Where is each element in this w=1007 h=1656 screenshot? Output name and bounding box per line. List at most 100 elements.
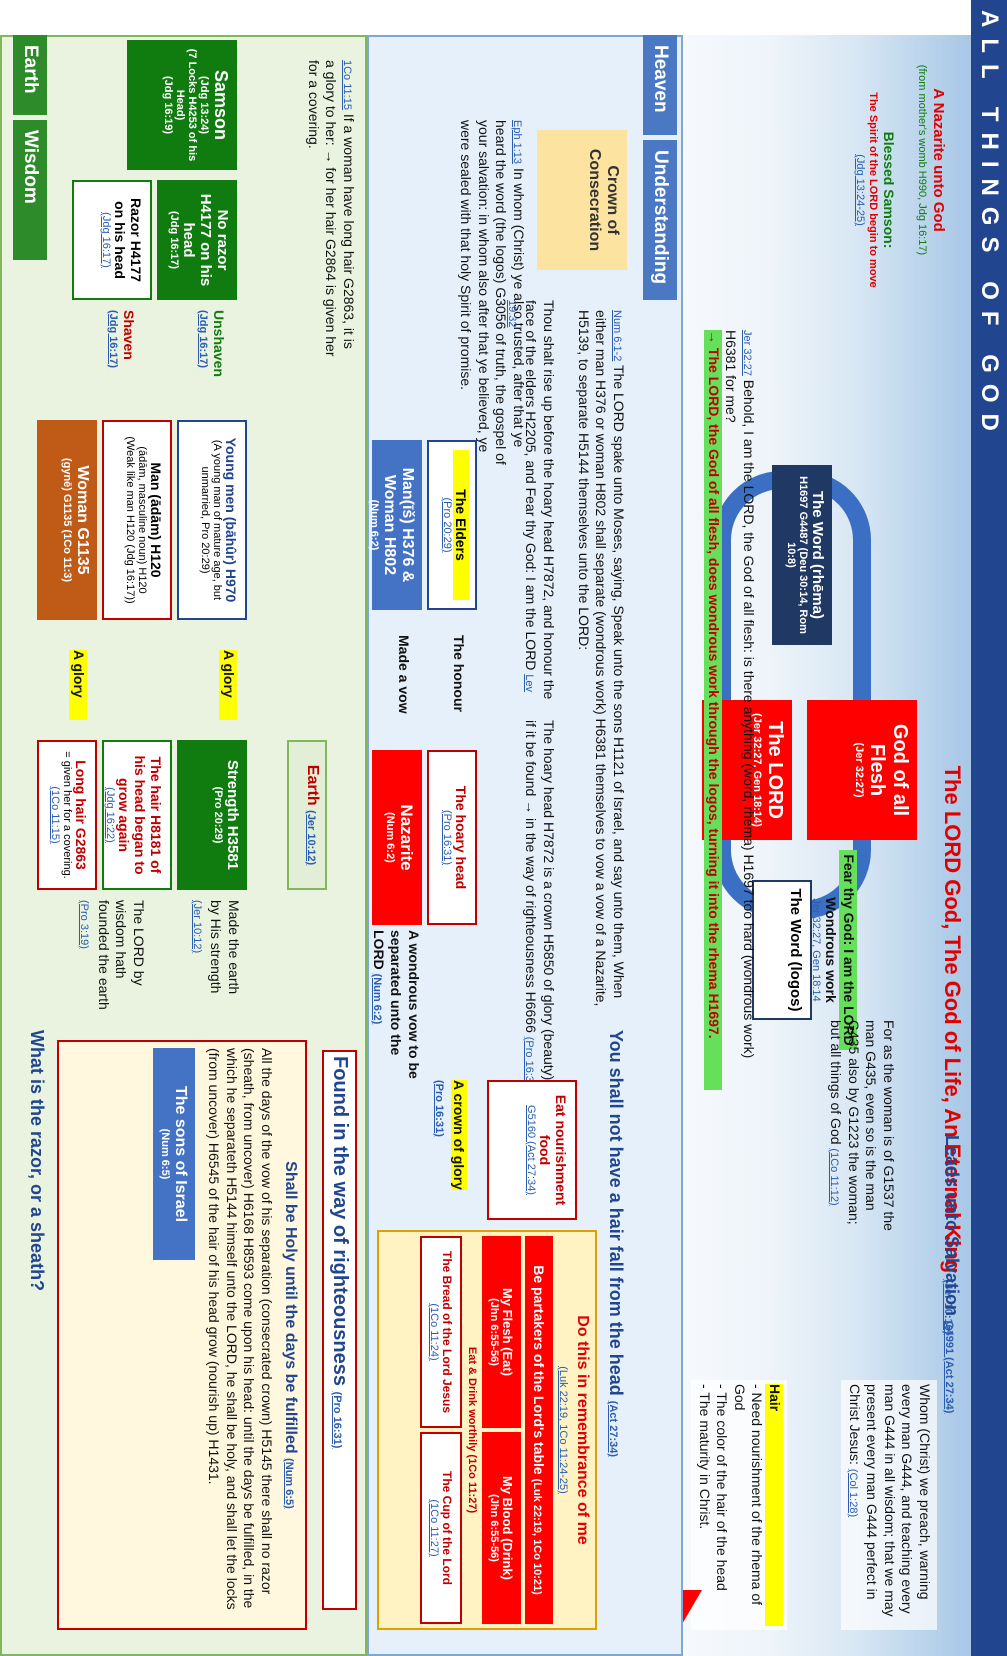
no-razor-ref: (Jdg 16:17) (168, 210, 180, 270)
samson-box: Samson (Jdg 13:24) (7 Locks H4253 of his… (127, 40, 237, 170)
hair-grow-box: The hair H8181 of his head began to grow… (102, 740, 172, 890)
man-woman-label: Man(īš) H376 & Woman H802 (381, 467, 416, 583)
no-hair-fall: You shall not have a hair fall from the … (605, 1030, 628, 1630)
my-flesh-ref: (Jhn 6:55-56) (488, 1298, 500, 1366)
eph-ref: Eph 1:13 (511, 120, 523, 165)
jer-verse-text: Behold, I am the LORD, the God of all fl… (723, 330, 757, 1059)
bread-cup-row: The Bread of the Lord Jesus (1Co 11:24) … (420, 1236, 462, 1624)
locks-label: (7 Locks H4253 of his Head) (174, 48, 198, 162)
sons-israel-box: The sons of Israel (Num 6:5) (153, 1048, 195, 1260)
nazarite-box: Nazarite (Num 6:2) (372, 750, 422, 925)
hair-item: - Need nourishment of the rhema of God (732, 1384, 766, 1606)
made-earth-ref: (Jer 10:12) (191, 900, 203, 954)
earth-box: Earth (Jer 10:12) (287, 740, 327, 890)
young-men-label: Young men (bāhûr) H970 (223, 437, 239, 603)
spirit-ref: (Jdg 13:24-25) (853, 154, 866, 226)
eat-food-label: Eat nourishment food (537, 1094, 569, 1206)
hair-title: Hair (765, 1384, 783, 1626)
god-box-ref: (Jer 32:27) (853, 742, 865, 798)
whom-christ: Whom (Christ) we preach, warning every m… (841, 1380, 937, 1630)
woman-man-ref: (1Co 11:12) (828, 1148, 841, 1206)
lord-wisdom: The LORD by wisdom hath founded the eart… (77, 900, 148, 1010)
hoary-head-label: The hoary head (453, 785, 469, 890)
jer-verse-ref: Jer 32:27 (741, 330, 753, 376)
man-adam-desc: (ādām, masculine noun) H120 (Weak like m… (124, 436, 148, 604)
no-hair-fall-text: You shall not have a hair fall from the … (606, 1030, 626, 1396)
no-razor-label: No razor H4177 on his head (180, 193, 231, 287)
remembrance-title: Do this in remembrance of me (574, 1315, 591, 1545)
my-blood-ref: (Jhn 6:55-56) (488, 1494, 500, 1562)
sons-israel-label: The sons of Israel (172, 1085, 189, 1223)
found-way: Found in the way of righteousness (Pro 1… (322, 1050, 357, 1610)
word-rhema-box: The Word (rhēma) H1697 G4487 (Deu 30:14,… (772, 465, 832, 645)
nazarite-box-label: Nazarite (397, 804, 416, 871)
vow-ref: (Num 6:2) (371, 973, 383, 1025)
blessed-samson-text: Blessed Samson: (881, 131, 897, 249)
a-glory-2: A glory (69, 650, 87, 720)
heaven-label: Heaven (643, 35, 677, 135)
cor-verse: 1Co 11:15 If a woman have long hair G286… (304, 60, 357, 360)
young-men-desc: (A young man of mature age, but unmarrie… (199, 439, 223, 601)
unshaven-label: Unshaven (211, 310, 227, 377)
my-blood-label: My Blood (Drink) (500, 1476, 515, 1580)
made-earth: Made the earth by His strength (Jer 10:1… (189, 900, 242, 1000)
word-rhema-label: The Word (rhēma) (809, 490, 826, 620)
banner: ALL THINGS OF GOD (971, 0, 1007, 1656)
strength-ref: (Pro 20:29) (212, 786, 224, 844)
elders-ref: (Pro 20:29) (441, 497, 453, 553)
locks-ref: (Jdg 16:19) (162, 75, 174, 135)
leads-salvation-text: Leads unto Salvation (942, 1135, 962, 1317)
no-hair-fall-ref: (Act 27:34) (607, 1400, 619, 1458)
whom-christ-ref: (Col 1:28) (847, 1468, 859, 1518)
my-flesh-label: My Flesh (Eat) (500, 1287, 515, 1377)
god-box: God of all Flesh (Jer 32:27) (807, 700, 917, 840)
partakers-label: Be partakers of the Lord's table (531, 1265, 547, 1475)
samson-label: Samson (211, 69, 231, 141)
understanding-label: Understanding (643, 140, 677, 300)
cup-box: The Cup of the Lord (1Co 11:27) (420, 1432, 462, 1624)
leads-salvation-ref: G4991 (Act 27:34) (943, 1321, 955, 1414)
unshaven-ref: (Jdg 16:17) (197, 310, 210, 369)
earth-box-ref: (Jer 10:12) (305, 810, 317, 866)
unshaven: Unshaven (Jdg 16:17) (196, 310, 228, 410)
woman-man-verse: For as the woman is of G1537 the man G43… (827, 1020, 898, 1240)
man-woman-ref: (Num 6:2) (368, 499, 380, 551)
man-adam-label: Man (ādām) H120 (148, 462, 164, 578)
num-text: The LORD spake unto Moses, saying, Speak… (575, 310, 627, 1007)
jer-verse-2: → The LORD, the God of all flesh, does w… (704, 330, 722, 1090)
long-hair-label: Long hair G2863 (73, 760, 89, 870)
elders-label: The Elders (453, 450, 469, 600)
honour-label: The honour (451, 635, 467, 712)
eat-food-box: Eat nourishment food G5160 (Act 27:34) (487, 1080, 577, 1220)
holy-text: All the days of the vow of his separatio… (206, 1048, 276, 1610)
made-vow-label: Made a vow (396, 635, 412, 714)
cor-ref: 1Co 11:15 (341, 60, 353, 110)
wisdom-label: Wisdom (13, 120, 47, 260)
whom-christ-text: Whom (Christ) we preach, warning every m… (847, 1384, 933, 1617)
nazarite-box-ref: (Num 6:2) (384, 812, 396, 863)
bread-label: The Bread of the Lord Jesus (440, 1250, 454, 1414)
shaven-label: Shaven (121, 310, 137, 360)
partakers-ref: (Luk 22:19, 1Co 10:21) (531, 1478, 543, 1595)
long-hair-ref: (1Co 11:15) (49, 786, 61, 844)
crown-glory-label: A crown of glory (451, 1080, 467, 1190)
strength-box: Strength H3581 (Pro 20:29) (177, 740, 247, 890)
shaven-ref: (Jdg 16:17) (107, 310, 120, 369)
holy-panel: Shall be Holy until the days be fulfille… (57, 1040, 307, 1630)
long-hair-desc: = given her for a covering. (61, 751, 73, 879)
lev-verse: Thou shalt rise up before the hoary head… (504, 300, 557, 700)
samson-ref: (Jdg 13:24) (198, 75, 210, 135)
word-rhema-ref: H1697 G4487 (Deu 30:14, Rom 10:8) (785, 476, 809, 634)
word-logos-box: The Word (logos) (752, 880, 812, 1020)
razor-label: Razor H4177 on his head (112, 197, 144, 283)
long-hair-box: Long hair G2863 = given her for a coveri… (37, 740, 97, 890)
hair-item: - The color of the hair of the head (714, 1384, 731, 1591)
razor-ref: (Jdg 16:17) (100, 212, 112, 268)
leads-salvation: Leads unto Salvation G4991 (Act 27:34) (941, 1135, 962, 1635)
holy-title-text: Shall be Holy until the days be fulfille… (282, 1161, 299, 1454)
cup-ref: (1Co 11:27) (428, 1499, 440, 1557)
earth-box-label: Earth (304, 764, 321, 806)
vow-text: A wondrous vow to be separated unto the … (369, 930, 422, 1080)
blessed-samson: Blessed Samson: The Spirit of the LORD b… (852, 60, 897, 320)
holy-ref: (Num 6:5) (283, 1458, 295, 1509)
